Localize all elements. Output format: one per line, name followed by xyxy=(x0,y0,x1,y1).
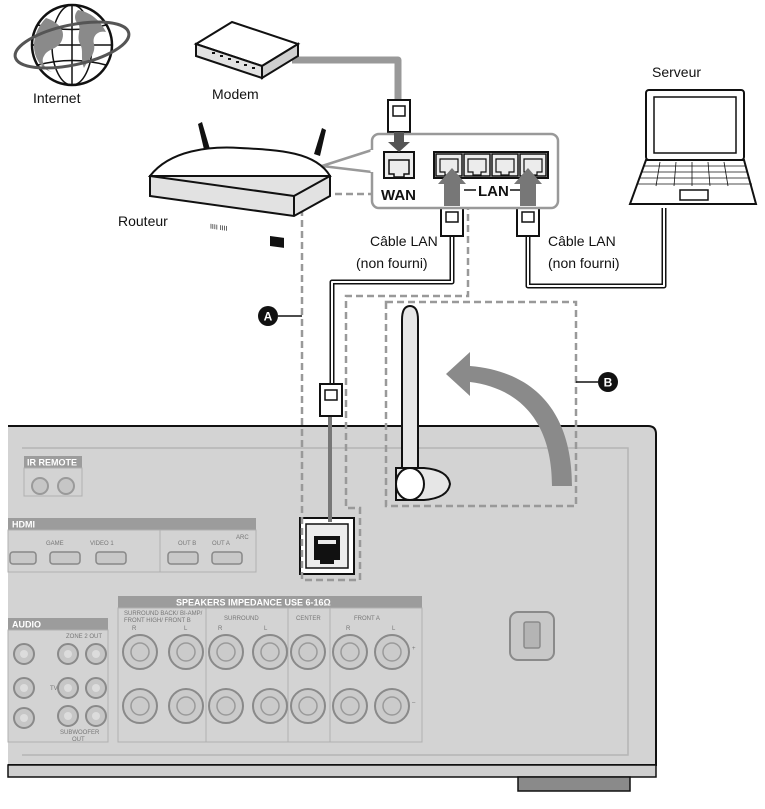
ir-remote-section: IR REMOTE xyxy=(23,456,83,497)
hdmi-port xyxy=(9,551,37,565)
minus-label: – xyxy=(412,700,416,706)
laptop-icon xyxy=(628,89,758,205)
cable-label-1-line1: Câble LAN xyxy=(370,233,438,249)
center-label: CENTER xyxy=(296,616,321,622)
cable-label-1-line2: (non fourni) xyxy=(356,255,428,271)
r-label: R xyxy=(218,626,223,632)
speaker-terminal xyxy=(252,688,288,724)
arrow-up-icon xyxy=(438,168,466,206)
modem-cable xyxy=(292,56,411,133)
hdmi-port xyxy=(167,551,199,565)
hdmi-label: HDMI xyxy=(12,520,35,530)
badge-a-label: A xyxy=(264,310,273,324)
panel-foot xyxy=(517,776,631,792)
router-icon: IIII IIII xyxy=(147,122,332,248)
rj45-plug xyxy=(440,205,464,237)
arrow-up-icon xyxy=(514,168,542,206)
speaker-terminal xyxy=(122,688,158,724)
router-label: Routeur xyxy=(118,213,168,229)
speaker-terminal xyxy=(122,634,158,670)
ir-jack-1 xyxy=(31,477,49,495)
speaker-terminal xyxy=(208,688,244,724)
speaker-terminal xyxy=(332,688,368,724)
internet-label: Internet xyxy=(33,90,81,106)
panel-bottom-edge xyxy=(7,764,657,778)
tv-label: TV xyxy=(50,686,58,692)
modem-icon xyxy=(193,20,301,80)
badge-a: A xyxy=(258,306,302,326)
rotate-arrow-icon xyxy=(446,352,572,486)
speaker-terminal xyxy=(290,688,326,724)
power-inlet xyxy=(509,611,555,661)
surround-back-label: SURROUND BACK/ BI-AMP/ xyxy=(124,611,203,617)
globe-orbit xyxy=(13,20,131,70)
globe-icon xyxy=(13,3,131,87)
hdmi-arc-label: ARC xyxy=(236,535,249,541)
speaker-terminal xyxy=(290,634,326,670)
speaker-terminal xyxy=(208,634,244,670)
badge-b: B xyxy=(576,372,618,392)
subwoofer-label-1: SUBWOOFER xyxy=(60,730,100,736)
speakers-section: SPEAKERS IMPEDANCE USE 6-16Ω SURROUND BA… xyxy=(117,596,423,743)
audio-label: AUDIO xyxy=(12,620,41,630)
rj45-plug xyxy=(516,205,540,237)
hdmi-game-label: GAME xyxy=(46,541,64,547)
speaker-terminal xyxy=(168,634,204,670)
hdmi-port xyxy=(95,551,127,565)
hdmi-section: HDMI GAME VIDEO 1 OUT B OUT A ARC xyxy=(7,518,257,573)
speaker-terminal xyxy=(374,634,410,670)
lan-label: LAN xyxy=(478,183,509,200)
subwoofer-label-2: OUT xyxy=(72,737,85,743)
hdmi-port xyxy=(49,551,81,565)
zone2-label: ZONE 2 OUT xyxy=(66,634,102,640)
speaker-terminal xyxy=(374,688,410,724)
wan-label: WAN xyxy=(381,187,416,204)
hdmi-outa-label: OUT A xyxy=(212,541,230,547)
ir-remote-label: IR REMOTE xyxy=(27,458,77,468)
antenna-icon xyxy=(395,304,452,501)
hdmi-video1-label: VIDEO 1 xyxy=(90,541,114,547)
r-label: R xyxy=(132,626,137,632)
l-label: L xyxy=(264,626,268,632)
modem-label: Modem xyxy=(212,86,259,102)
router-ports-callout: WAN LAN xyxy=(320,132,560,210)
surround-label: SURROUND xyxy=(224,616,259,622)
front-a-label: FRONT A xyxy=(354,616,380,622)
front-high-label: FRONT HIGH/ FRONT B xyxy=(124,618,191,624)
speaker-terminal xyxy=(168,688,204,724)
audio-section: AUDIO ZONE 2 OUT TV SUBWOOFER OUT xyxy=(7,618,109,743)
receiver-rear-panel: IR REMOTE HDMI GAME VIDEO 1 OUT B OUT A … xyxy=(7,425,657,792)
speaker-terminal xyxy=(332,634,368,670)
cable-label-2-line1: Câble LAN xyxy=(548,233,616,249)
speaker-terminal xyxy=(252,634,288,670)
r-label: R xyxy=(346,626,351,632)
plus-label: + xyxy=(412,646,416,652)
l-label: L xyxy=(392,626,396,632)
option-a-region xyxy=(300,150,470,582)
svg-text:IIII IIII: IIII IIII xyxy=(210,224,228,233)
l-label: L xyxy=(184,626,188,632)
badge-b-label: B xyxy=(604,376,613,390)
server-label: Serveur xyxy=(652,64,701,80)
ir-jack-2 xyxy=(57,477,75,495)
speakers-label: SPEAKERS IMPEDANCE USE 6-16Ω xyxy=(176,598,331,608)
hdmi-port xyxy=(211,551,243,565)
cable-label-2-line2: (non fourni) xyxy=(548,255,620,271)
lan-cable-server xyxy=(516,205,667,289)
hdmi-outb-label: OUT B xyxy=(178,541,196,547)
arrow-down-icon xyxy=(388,132,410,152)
option-b-region xyxy=(384,300,578,508)
receiver-lan-port xyxy=(299,517,355,575)
